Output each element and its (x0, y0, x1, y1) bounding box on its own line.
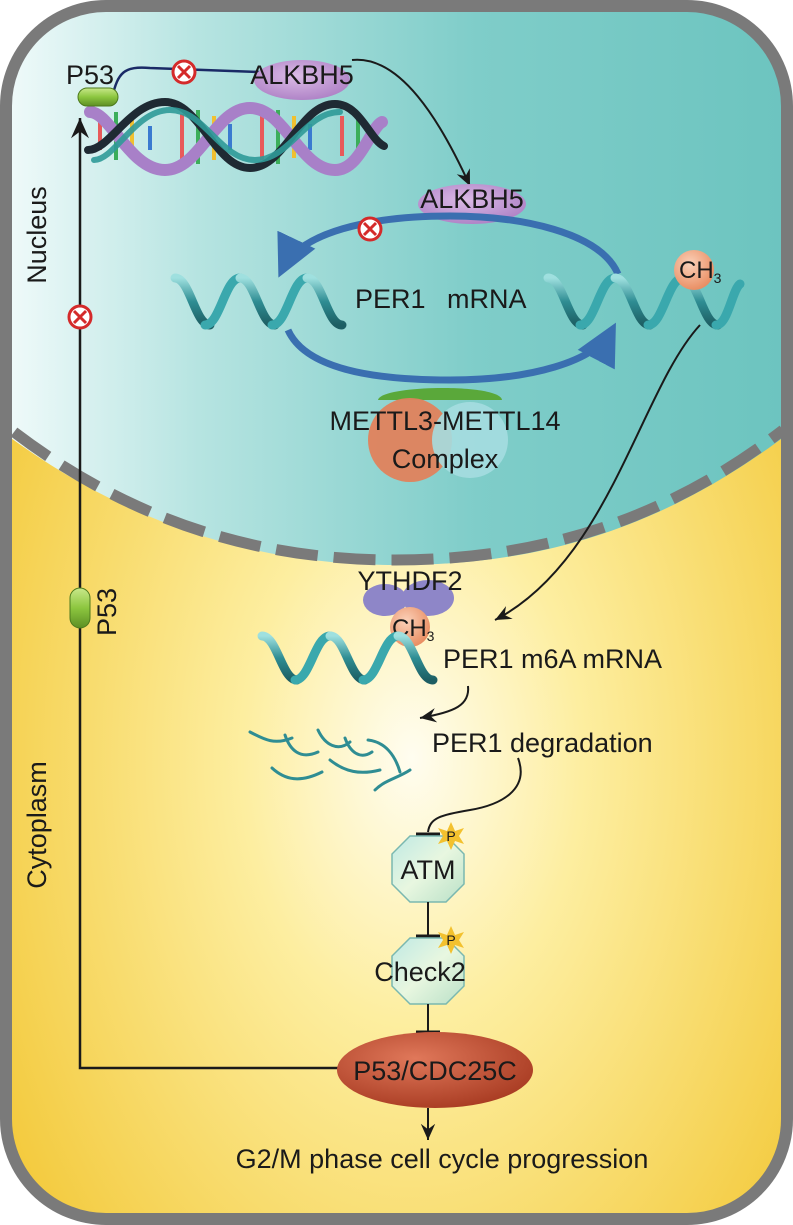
p53-cytoplasm-label: P53 (92, 588, 122, 636)
nuclear-membrane (10, 425, 787, 566)
inhibit-icon-feedback (67, 304, 93, 330)
complex-label-line2: Complex (392, 444, 499, 474)
p53-dna-pill (77, 87, 119, 107)
demethylation-arrow (277, 212, 622, 278)
p53-cytoplasm-pill (69, 587, 91, 629)
per1-m6a-mrna-helix (257, 631, 438, 685)
methyl-group-nucleus (674, 250, 714, 290)
dna-helix (84, 97, 388, 177)
per1-mrna-helix-right (543, 273, 745, 330)
alkbh5-dna-blob (254, 60, 350, 100)
svg-text:P: P (446, 932, 455, 948)
ythdf2-reader (363, 580, 454, 616)
alkbh5-dna-label: ALKBH5 (250, 60, 354, 90)
atm-inhibition-line (427, 757, 522, 833)
svg-text:P: P (446, 828, 455, 844)
cytoplasm-label: Cytoplasm (22, 761, 52, 889)
atm-label: ATM (401, 855, 456, 885)
dna-strand-purple (84, 101, 388, 177)
p53-dna-label: P53 (66, 60, 114, 90)
methylation-cycle (277, 212, 622, 384)
per1-mrna-helix-left (170, 273, 347, 330)
per1-mrna-label-gene: PER1 (355, 284, 426, 314)
inhibit-icon-promoter (171, 59, 197, 85)
g2m-progression-label: G2/M phase cell cycle progression (236, 1144, 649, 1174)
mrna-export-arrow (494, 324, 701, 621)
phospho-atm-icon: P (438, 822, 464, 850)
check2-label: Check2 (374, 957, 466, 987)
inhibit-icon-demethylation (357, 216, 383, 242)
complex-cap (378, 387, 502, 400)
p53-feedback-line (71, 118, 355, 1070)
dna-strand-teal (91, 106, 343, 164)
p53-cdc25c-ellipse (337, 1032, 533, 1108)
p53-cdc25c-label: P53/CDC25C (353, 1056, 517, 1086)
alkbh5-nuclear-label: ALKBH5 (420, 184, 524, 214)
degraded-rna-fragments (248, 728, 412, 792)
per1-m6a-mrna-label: PER1 m6A mRNA (443, 644, 662, 674)
complex-label-line1: METTL3-METTL14 (329, 406, 560, 436)
mettl14-blob (432, 402, 508, 478)
mettl3-blob (368, 398, 452, 482)
dna-strand-dark (84, 97, 388, 173)
per1-degradation-label: PER1 degradation (432, 728, 653, 758)
mettl3-mettl14-complex: METTL3-METTL14 Complex (329, 387, 561, 482)
alkbh5-translocation-arrow (351, 58, 471, 187)
degradation-arrow (419, 685, 470, 723)
nucleus-label: Nucleus (22, 186, 52, 284)
ythdf2-label: YTHDF2 (357, 566, 462, 596)
phospho-check2-icon: P (438, 926, 464, 954)
methylation-arrow (284, 322, 616, 384)
per1-mrna-label-type: mRNA (447, 284, 527, 314)
methyl-nucleus-label: CH3 (679, 257, 722, 286)
